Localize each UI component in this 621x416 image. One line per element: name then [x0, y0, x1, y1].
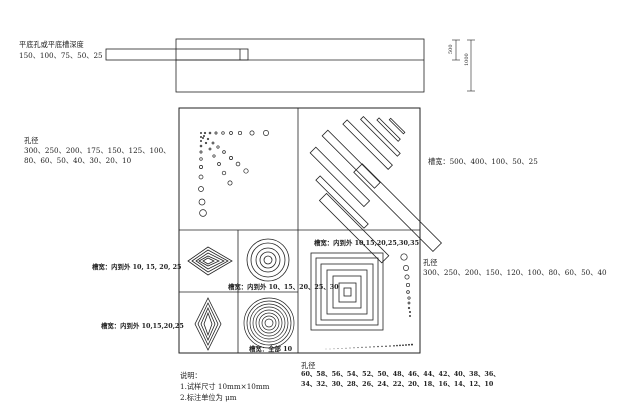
circles-bottom-label: 槽宽：全部 10 — [249, 345, 293, 353]
holes-left-values-2: 80、60、50、40、30、20、10 — [24, 156, 132, 165]
depth-title: 平底孔或平底槽深度 — [19, 40, 84, 49]
dim-inner-label: 500 — [448, 44, 454, 54]
holes-left-values-1: 300、250、200、175、150、125、100、 — [24, 146, 171, 155]
holes-right-column — [400, 253, 412, 317]
holes-bottom-values-1: 60、58、56、54、52、50、48、46、44、42、40、38、36、 — [301, 370, 500, 378]
notes-line-1: 1.试样尺寸 10mm×10mm — [180, 382, 270, 391]
hole-fan — [198, 130, 269, 217]
top-block-outline — [175, 38, 425, 93]
diamond-group-top — [187, 246, 233, 276]
diamond-group-bottom — [194, 297, 222, 351]
circles-group-bottom — [243, 297, 295, 349]
holes-right-values: 300、250、200、150、120、100、80、60、50、40 — [423, 268, 607, 277]
holes-left-label: 孔径 — [24, 136, 39, 145]
circles-top-label: 槽宽：内到外 10、15、20、25、30 — [228, 283, 339, 291]
holes-bottom-row — [325, 343, 413, 350]
notes-title: 说明： — [180, 371, 202, 380]
sample-outline — [178, 107, 421, 354]
holes-bottom-values-2: 34、32、30、28、26、24、22、20、18、16、14、12、10 — [301, 380, 494, 388]
nested-squares — [310, 252, 384, 331]
diamond-top-label: 槽宽：内到外 10, 15, 20, 25 — [92, 263, 182, 271]
squares-label: 槽宽：内到外 10,15,20,25,30,35 — [314, 239, 420, 247]
depth-values: 150、100、75、50、25 — [19, 51, 103, 60]
circles-group-top — [246, 238, 290, 282]
slots-right-label: 槽宽：500、400、100、50、25 — [428, 157, 538, 166]
holes-right-label: 孔径 — [423, 258, 438, 267]
diamond-bottom-label: 槽宽：内到外 10,15,20,25 — [101, 322, 184, 330]
notes-line-2: 2.标注单位为 μm — [180, 393, 237, 402]
dim-outer-label: 1000 — [464, 53, 470, 66]
top-groove-strip — [105, 48, 249, 61]
holes-bottom-label: 孔径 — [301, 361, 316, 370]
diagonal-slots — [309, 116, 443, 264]
